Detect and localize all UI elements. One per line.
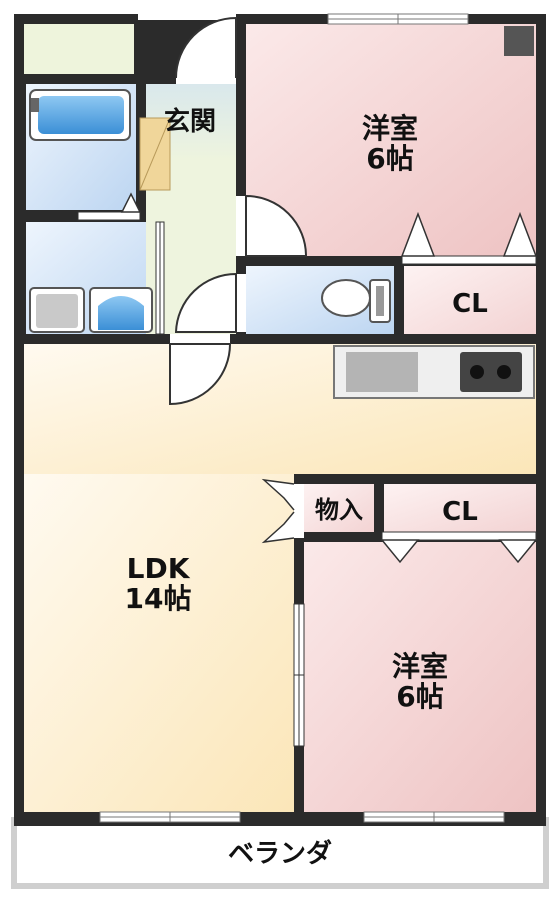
toilet-icon	[321, 279, 391, 323]
closet-top-doors	[400, 211, 538, 265]
window-bottom-right	[363, 811, 505, 823]
wash-basin-icon	[89, 287, 153, 333]
western-room-bottom	[304, 542, 536, 812]
storage-top-left	[24, 24, 134, 74]
western-room-door-top	[236, 195, 308, 257]
storage-folding-door	[261, 478, 304, 544]
toilet-door	[174, 273, 246, 333]
vent-icon	[504, 26, 534, 56]
closet-top	[404, 266, 536, 334]
entrance-label: 玄関	[164, 106, 216, 137]
storage-label: 物入	[315, 496, 363, 524]
closet-bottom-doors	[380, 531, 538, 564]
storage-room	[304, 484, 374, 532]
washroom-sliding-door	[155, 221, 165, 335]
window-top	[327, 13, 469, 25]
closet-top-label: CL	[452, 289, 488, 319]
western-room-top	[246, 24, 536, 256]
western-room-bottom-size: 6帖	[396, 680, 443, 713]
entrance-door	[175, 16, 237, 84]
bathtub-icon	[29, 89, 131, 141]
ldk-door	[169, 334, 232, 406]
window-bottom-left	[99, 811, 241, 823]
veranda	[11, 817, 549, 889]
kitchen-counter-icon	[333, 345, 535, 399]
bath-door	[77, 192, 142, 221]
closet-bottom-label: CL	[442, 497, 478, 527]
western-room-top-name: 洋室	[362, 112, 418, 145]
ldk-room-lower	[24, 474, 294, 812]
ldk-name: LDK	[127, 552, 191, 585]
ldk-size: 14帖	[125, 582, 192, 615]
western-room-bottom-name: 洋室	[392, 650, 448, 683]
closet-bottom	[384, 484, 536, 532]
washing-machine-icon	[29, 287, 85, 333]
veranda-label: ベランダ	[228, 838, 332, 869]
western-room-top-size: 6帖	[366, 142, 413, 175]
western-room-sliding-door	[293, 603, 305, 747]
